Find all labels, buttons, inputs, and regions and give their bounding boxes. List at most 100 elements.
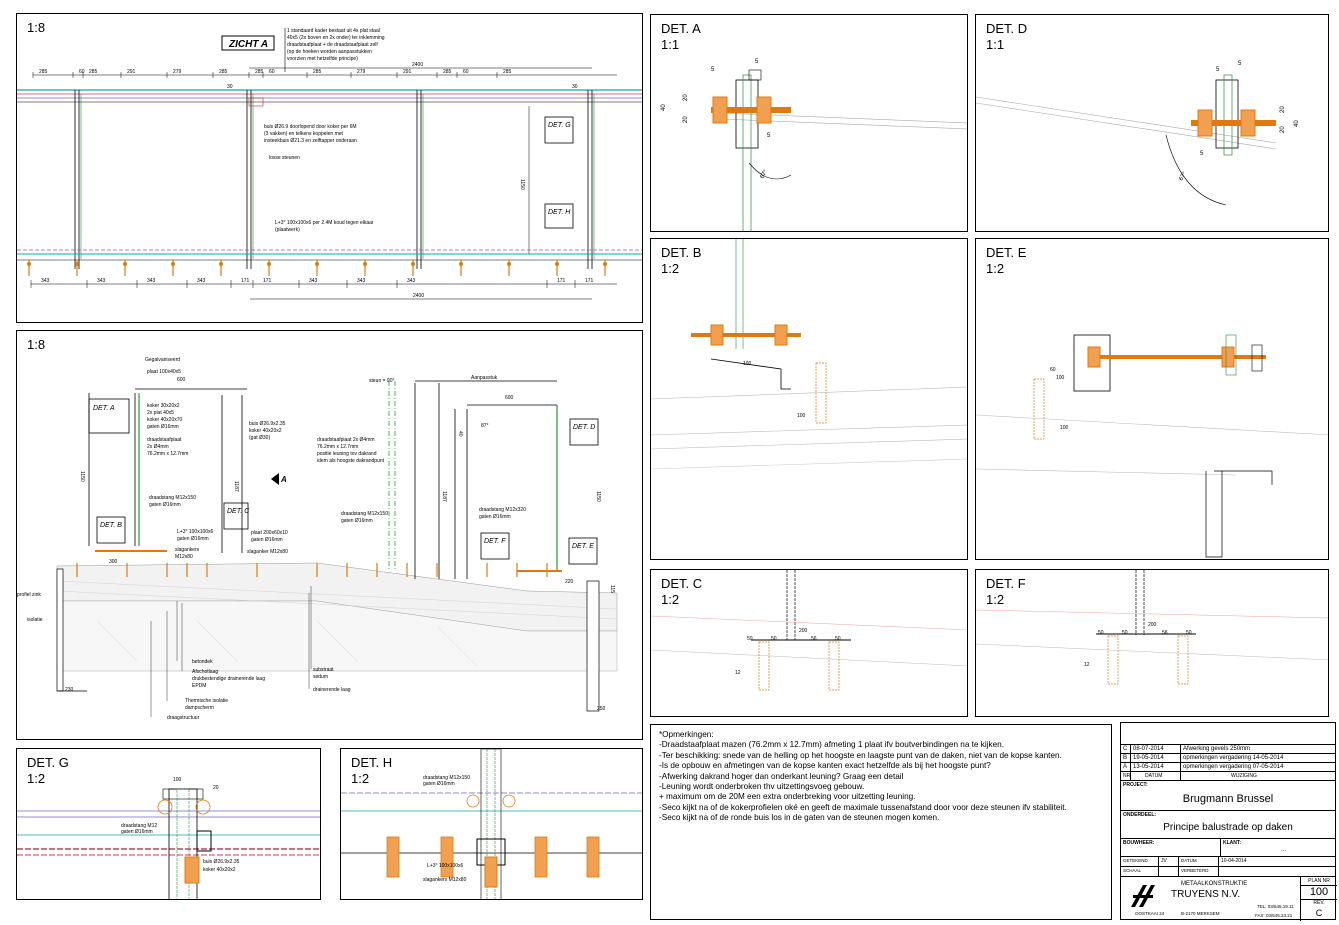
dim-230: 230 [65,687,74,693]
detail-d-scale: 1:1 [986,37,1005,52]
label-draadstang1-l2: gaten Ø16mm [149,502,181,508]
note-frame-l1: 1 standaard kader bestaat uit 4x plat st… [287,28,380,34]
top-dim-label: 279 [173,69,182,75]
label-buis-l2: koker 40x20x2 [249,428,282,434]
note-tube-l1: buis Ø26.9 doorlopend door koker per 6M [264,124,357,130]
label-draadstang1: draadstang M12x150 gaten Ø16mm [149,495,197,508]
dim-220: 220 [565,579,574,585]
label-draadstang3: draadstang M12x320 gaten Ø16mm [479,507,527,520]
getekend: JV [1159,857,1179,866]
det-b-ref: DET. B [100,522,122,529]
detail-f-dim-3: 56 [1162,630,1168,636]
label-draadstang2-l1: draadstang M12x150 [341,511,388,517]
label-profiel-zink: profiel zink [17,592,41,598]
detail-d-dim-0: 5 [1216,67,1220,73]
lbl-datum: DATUM [1179,857,1219,866]
label-angle-l2: gaten Ø16mm [177,536,209,542]
top-dim-label: 285 [89,69,98,75]
note-tube-l3: insteekbuis Ø21.3 en zelftapper onderaan [264,138,357,144]
top-dim-label: 60 [269,69,275,75]
detail-c-dim-4: 50 [835,636,841,642]
top-dim-label: 285 [219,69,228,75]
dim-1150-sec-b: 1150 [595,491,601,502]
detail-e-dim-2: 100 [1060,425,1069,431]
detail-f-dim-0: 200 [1148,622,1157,628]
lbl-schaal: SCHAAL [1121,867,1159,876]
title-block: C 08-07-2014 Afwerking gevels 250mm B 19… [1120,722,1337,921]
detail-f-dim-5: 12 [1084,662,1090,668]
label-substraat: substraat sedum [313,667,335,680]
detail-g-label-0-l1: draadstang M12 [121,823,157,829]
bottom-dim-label: 343 [97,278,106,284]
anchor-head [171,262,175,266]
detail-a-dim-1: 5 [755,59,759,65]
note-line-7: -Seco kijkt na of de ronde buis los in d… [659,813,940,823]
bottom-dim-label: 343 [197,278,206,284]
rev-0-desc: Afwerking gevels 250mm [1183,746,1251,752]
rev-0-date: 08-07-2014 [1131,745,1181,753]
anchor-head [411,262,415,266]
label-drukbestendige-l1: Afschotlaag [192,669,218,675]
note-line-4: -Leuning wordt onderbroken thv uitzettin… [659,782,865,792]
detail-a-dim-2: 40 [661,104,667,111]
detail-g-label-2: koker 40x20x2 [203,867,236,873]
detail-c-title: DET. C [661,576,703,591]
revision-row-2: A 13-05-2014 opmerkingen vergadering 07-… [1121,763,1335,772]
anchor-head [507,262,511,266]
note-line-6: -Seco kijkt na of de kokerprofielen oké … [659,802,1067,812]
detail-f-drawing: 200 50 50 56 50 12 [976,570,1328,685]
top-dim-label: 285 [255,69,264,75]
anchor-head [459,262,463,266]
anchor-head [315,262,319,266]
detail-g-label-0: draadstang M12 gaten Ø16mm [121,823,159,835]
label-gegalvaniseerd: Gegalvaniseerd [145,357,180,363]
detail-a-dim-4: 20 [683,116,689,123]
detail-h-drawing: draadstang M12x150 gaten Ø16mm L+3° 100x… [341,749,642,899]
plan-block: PLAN NR 100 REV. C [1301,877,1337,921]
note-line-0: -Draadstaafplaat mazen (76.2mm x 12.7mm)… [659,740,1004,750]
bottom-dim-label: 171 [241,278,250,284]
detail-f-dim-1: 50 [1098,630,1104,636]
hdr-datum: DATUM [1131,772,1181,780]
detail-f-dim-2: 50 [1122,630,1128,636]
det-f-ref: DET. F [484,538,506,545]
detail-e-dim-0: 100 [1056,375,1065,381]
company-tel: TEL: 03/645.19.11 [1257,904,1294,909]
rev-1-nr: B [1121,754,1131,762]
company-address2: B-2170 MERKSEM [1181,911,1220,916]
zicht-a-label: ZICHT A [228,39,268,50]
detail-e-scale: 1:2 [986,261,1005,276]
label-thermische-l2: dampscherm [185,705,214,711]
bottom-dim-label: 171 [585,278,594,284]
note-frame-l3: draadstaafplaat + de draadstaafplaat zel… [287,42,378,48]
detail-b-drawing: 100 100 [651,239,967,470]
label-koker-l3: koker 40x20x70 [147,417,183,423]
plan-nr: 100 [1301,885,1337,900]
anchor-head [219,262,223,266]
label-plaat200-l1: plaat 200x60x10 [251,530,288,536]
detail-a-dim-6: 67° [760,169,770,180]
det-h-ref: DET. H [548,209,571,216]
revision-header: NR DATUM WIJZIGING [1121,772,1335,781]
company-name: TRUYENS N.V. [1171,889,1241,900]
detail-c-dim-2: 50 [771,636,777,642]
detail-b-scale: 1:2 [661,261,680,276]
label-draadstang3-l2: gaten Ø16mm [479,514,511,520]
detail-h-label-1: L+3° 100x100x6 [427,863,464,869]
top-dim-label: 285 [39,69,48,75]
lbl-plan-nr: PLAN NR [1301,877,1337,886]
detail-d-dim-2: 20 [1280,106,1286,113]
label-draadstaafplaat-l3: 76.2mm x 12.7mm [147,451,188,457]
detail-e-dim-1: 60 [1050,367,1056,373]
detail-g-label-1: buis Ø26.9x2.35 [203,859,240,865]
datum: 10-04-2014 [1221,858,1247,864]
label-koker: koker 30x20x2 2x plat 40x5 koker 40x20x7… [147,403,184,430]
detail-g-drawing: 100 20 draadstang M12 gaten Ø16mm buis Ø… [17,777,320,899]
hdr-nr: NR [1123,772,1131,780]
label-betondek: betondek [192,659,213,665]
section-scale: 1:8 [27,337,46,352]
label-angle: L+3° 100x100x6 gaten Ø16mm [177,529,215,542]
